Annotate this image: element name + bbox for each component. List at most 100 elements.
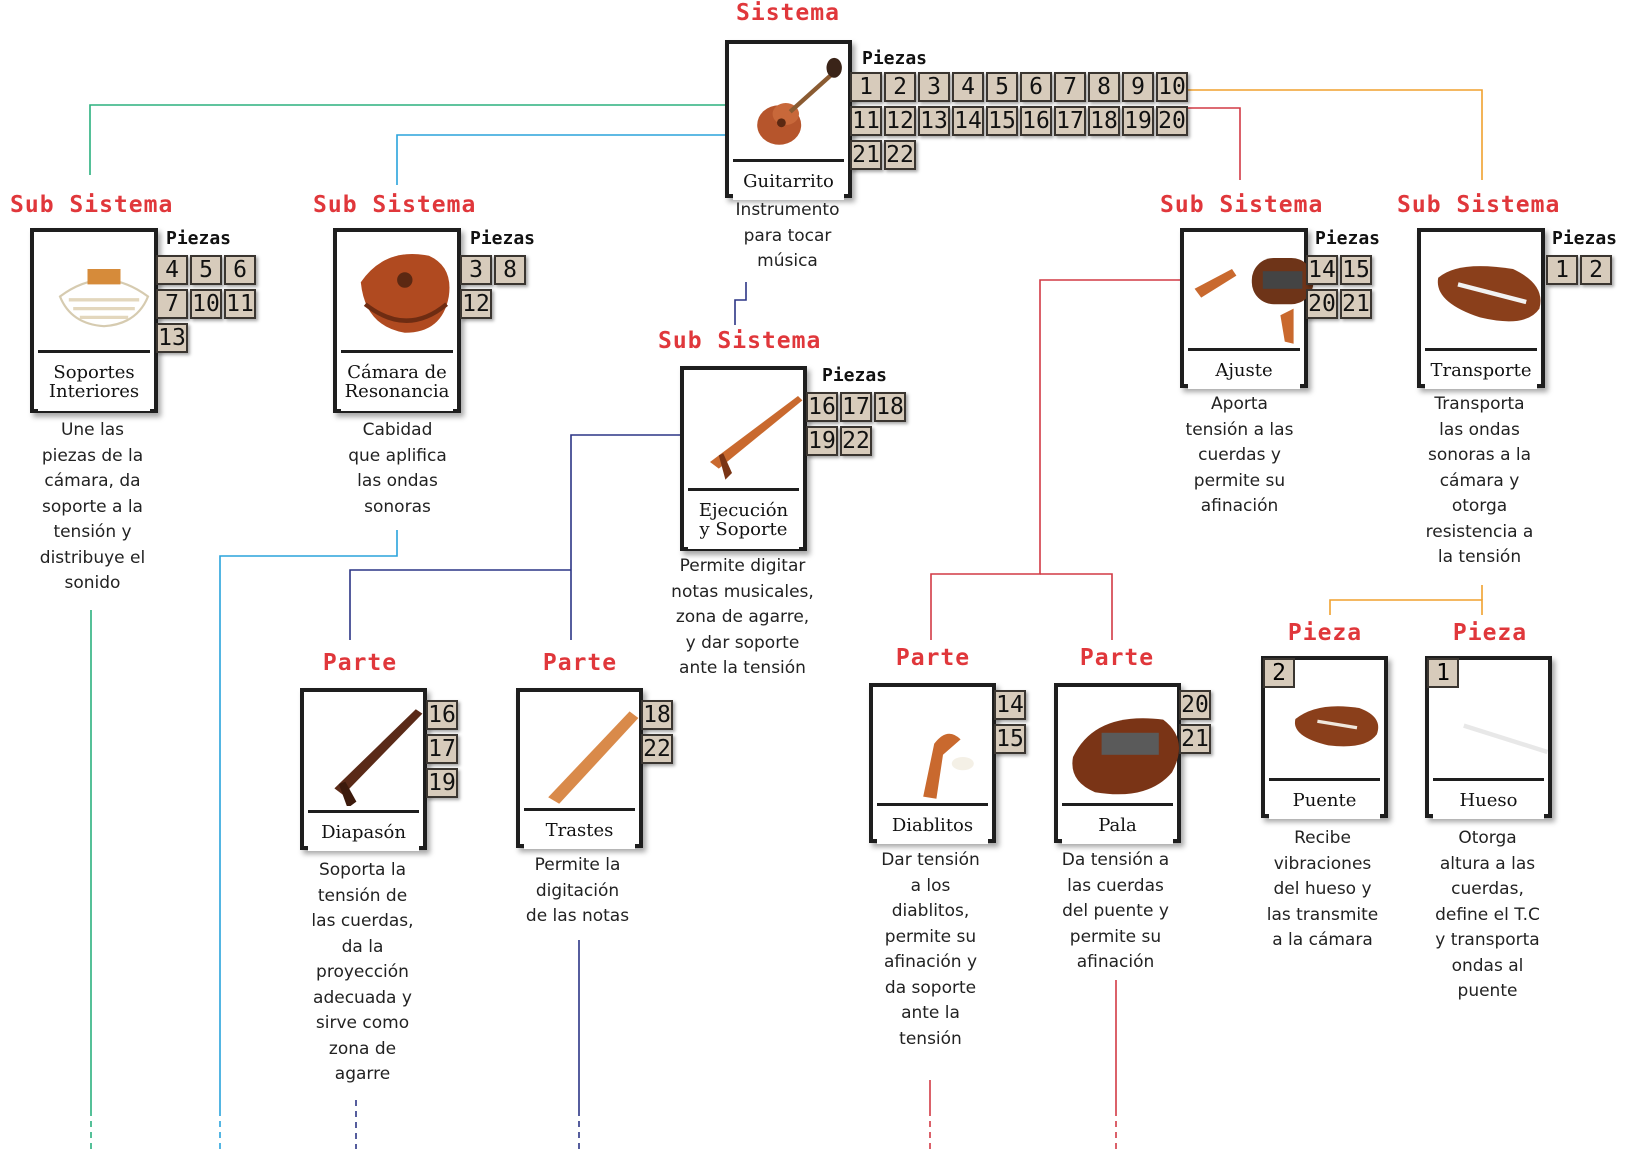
part-category-label: Parte <box>895 645 971 671</box>
piece-number-tile: 16 <box>1020 106 1052 136</box>
diablitos-image <box>923 733 974 799</box>
subsystem-description-soportes: Une las piezas de la cámara, da soporte … <box>39 420 146 593</box>
subsystem-pieces-heading: Piezas <box>1315 228 1381 249</box>
piece-number-tile: 7 <box>1054 72 1086 102</box>
piece-number-tile: 20 <box>1306 289 1338 319</box>
piece-number-tile: 15 <box>1340 255 1372 285</box>
piece-number-puente: 2 <box>1263 658 1295 688</box>
subsystem-category-label: Sub Sistema <box>658 328 822 354</box>
piece-number-tile: 8 <box>1088 72 1120 102</box>
piece-number-tile: 13 <box>918 106 950 136</box>
part-category-label: Parte <box>322 650 398 676</box>
piece-number-tile: 6 <box>224 255 256 285</box>
piece-number-tile: 14 <box>952 106 984 136</box>
piece-number-tile: 13 <box>156 323 188 353</box>
part-name-diapason: Diapasón <box>308 810 419 851</box>
pala-image <box>1072 718 1180 795</box>
piece-number-tile: 6 <box>1020 72 1052 102</box>
part-description-diablitos: Dar tensión a los diablitos, permite su … <box>881 850 980 1049</box>
part-name-pala: Pala <box>1062 803 1173 844</box>
piece-number-tile: 22 <box>840 426 872 456</box>
piece-number-tile: 11 <box>224 289 256 319</box>
piece-number-tile: 2 <box>884 72 916 102</box>
part-category-label: Parte <box>542 650 618 676</box>
piece-number-tile: 11 <box>850 106 882 136</box>
piece-number-tile: 5 <box>986 72 1018 102</box>
piece-number-tile: 9 <box>1122 72 1154 102</box>
part-name-trastes: Trastes <box>524 808 635 849</box>
ajuste-image <box>1194 258 1314 344</box>
piece-number-tile: 8 <box>494 255 526 285</box>
piece-number-tile: 14 <box>1306 255 1338 285</box>
part-description-trastes: Permite la digitación de las notas <box>525 855 630 926</box>
subsystem-category-label: Sub Sistema <box>10 192 174 218</box>
piece-category-label: Pieza <box>1452 620 1528 646</box>
piece-number-tile: 18 <box>641 700 673 730</box>
system-pieces-heading: Piezas <box>862 48 928 69</box>
system-category-label: Sistema <box>736 0 840 26</box>
subsystem-pieces-heading: Piezas <box>822 365 888 386</box>
piece-name-hueso: Hueso <box>1433 778 1544 819</box>
piece-number-tile: 22 <box>884 140 916 170</box>
piece-description-puente: Recibe vibraciones del hueso y las trans… <box>1266 828 1379 950</box>
piece-number-tile: 5 <box>190 255 222 285</box>
system-name: Guitarrito <box>733 159 844 200</box>
part-category-label: Parte <box>1079 645 1155 671</box>
piece-number-tile: 15 <box>986 106 1018 136</box>
subsystem-pieces-heading: Piezas <box>1552 228 1618 249</box>
subsystem-description-transporte: Transporta las ondas sonoras a la cámara… <box>1425 394 1534 567</box>
system-description: Instrumento para tocar música <box>735 200 840 271</box>
subsystem-card-ajuste: Ajuste <box>1180 228 1314 389</box>
piece-number-tile: 12 <box>460 289 492 319</box>
part-card-trastes: Trastes <box>516 688 643 849</box>
subsystem-description-camara: Cabidad que aplifica las ondas sonoras <box>348 420 447 517</box>
piece-name-puente: Puente <box>1269 778 1380 819</box>
system-card: Guitarrito <box>725 40 852 200</box>
piece-number-hueso: 1 <box>1427 658 1459 688</box>
part-card-diablitos: Diablitos <box>869 683 996 844</box>
piece-number-tile: 22 <box>641 734 673 764</box>
part-description-diapason: Soporta la tensión de las cuerdas, da la… <box>311 860 414 1084</box>
piece-number-tile: 10 <box>1156 72 1188 102</box>
camara-image <box>360 254 450 333</box>
guitar-image <box>757 57 842 145</box>
subsystem-category-label: Sub Sistema <box>1397 192 1561 218</box>
piece-number-tile: 2 <box>1580 255 1612 285</box>
subsystem-category-label: Sub Sistema <box>313 192 477 218</box>
piece-description-hueso: Otorga altura a las cuerdas, define el T… <box>1435 828 1540 1001</box>
part-card-pala: Pala <box>1054 683 1181 844</box>
piece-number-tile: 21 <box>850 140 882 170</box>
subsystem-description-ejecucion: Permite digitar notas musicales, zona de… <box>671 556 814 678</box>
hueso-image <box>1463 723 1549 755</box>
piece-number-tile: 16 <box>806 392 838 422</box>
piece-number-tile: 15 <box>994 724 1026 754</box>
trastes-image <box>548 711 639 804</box>
piece-number-tile: 19 <box>426 768 458 798</box>
subsystem-description-ajuste: Aporta tensión a las cuerdas y permite s… <box>1185 394 1294 516</box>
puente-image <box>1294 706 1379 747</box>
piece-category-label: Pieza <box>1287 620 1363 646</box>
ejecucion-image <box>710 396 803 480</box>
subsystem-category-label: Sub Sistema <box>1160 192 1324 218</box>
piece-card-hueso: 1 Hueso <box>1425 656 1552 819</box>
soportes-image <box>58 269 150 328</box>
diapason-image <box>334 709 423 806</box>
piece-number-tile: 14 <box>994 690 1026 720</box>
piece-number-tile: 10 <box>190 289 222 319</box>
system-node: Sistema <box>700 0 880 290</box>
piece-number-tile: 3 <box>460 255 492 285</box>
